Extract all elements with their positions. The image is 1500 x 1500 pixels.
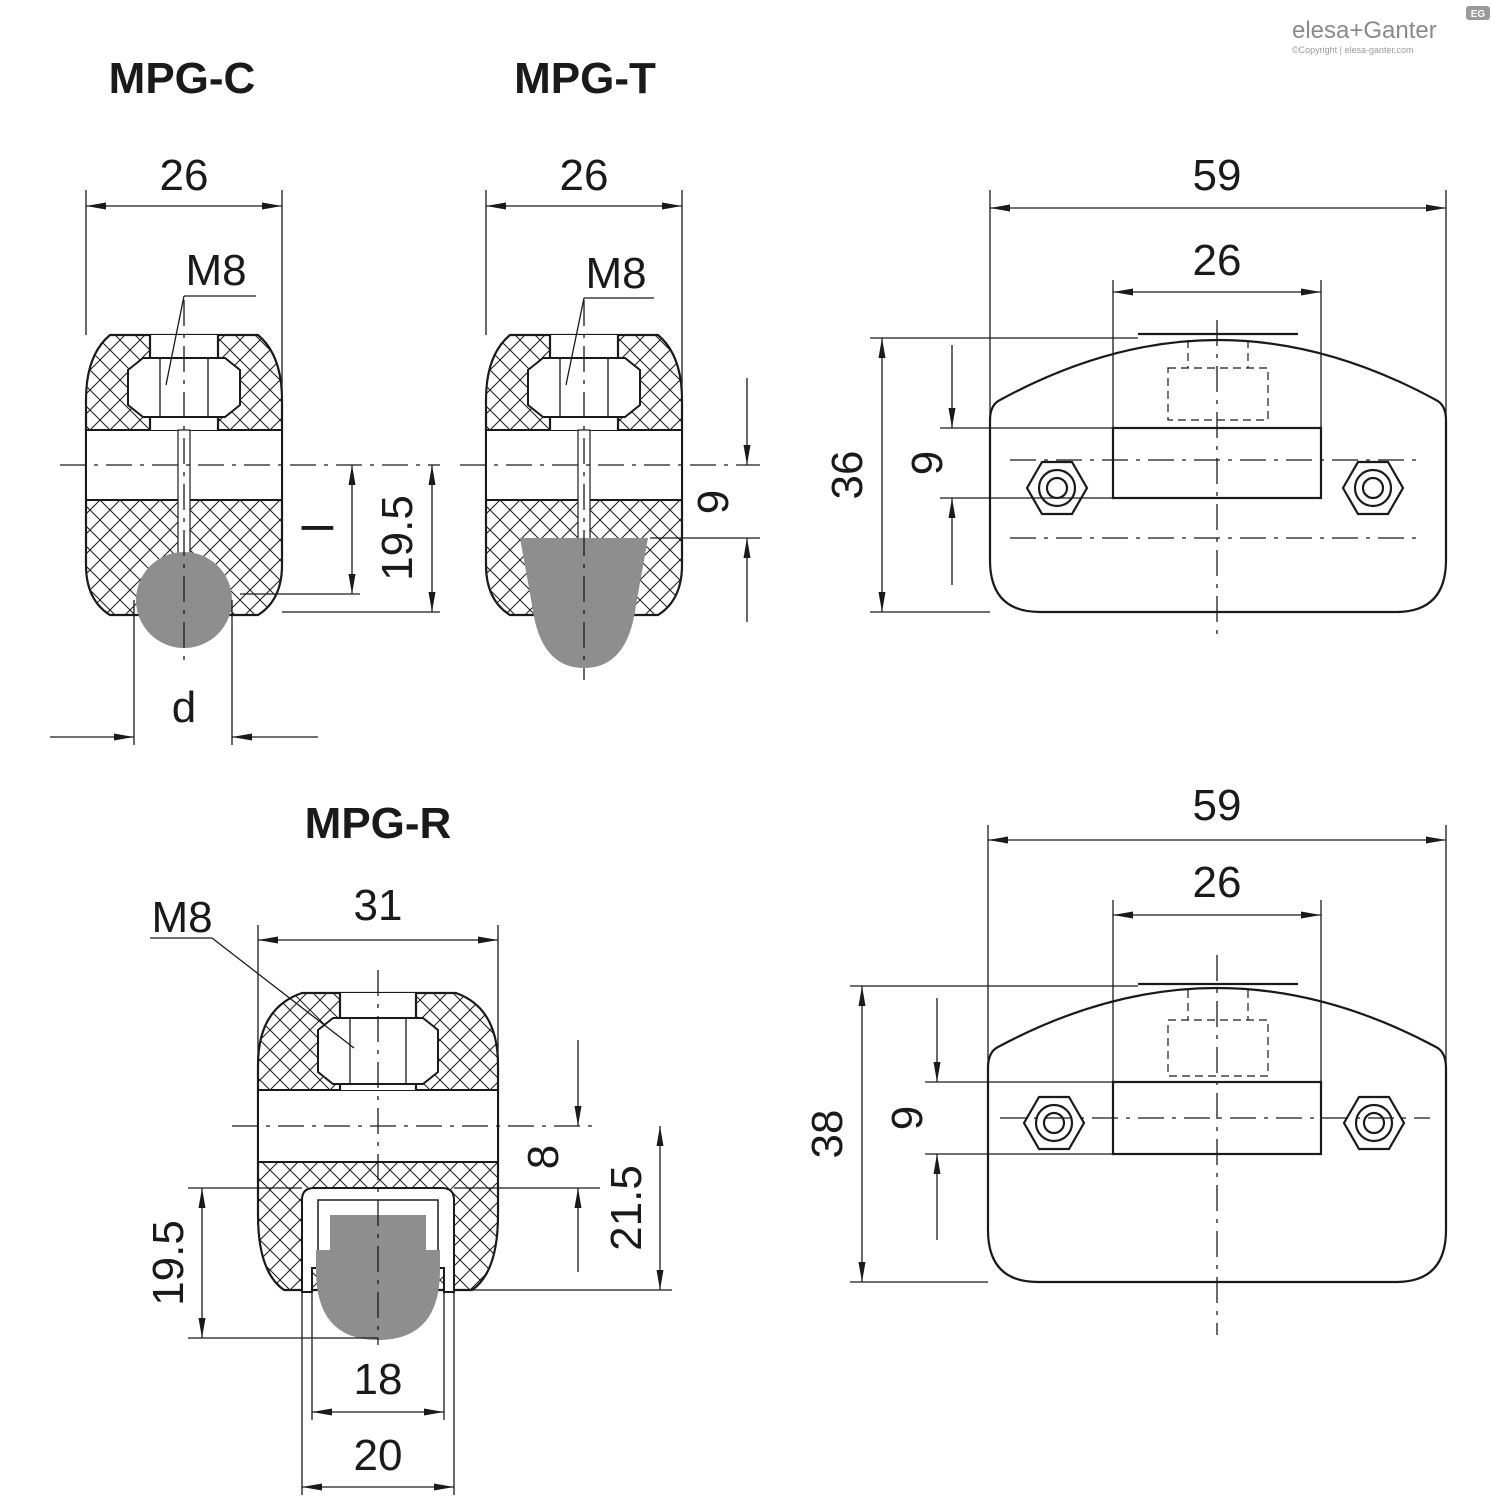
mpg-c-thread-label: M8 [185, 246, 246, 295]
bottom-height-label: 38 [803, 1110, 852, 1159]
mpg-r-height-right-label: 21.5 [602, 1165, 651, 1251]
logo-badge-icon [1466, 6, 1490, 20]
mpg-c-height-label: 19.5 [373, 495, 422, 581]
bottom-slot-label: 9 [883, 1106, 932, 1130]
mpg-t-view: 26 M8 9 [460, 151, 760, 680]
mpg-r-pad [316, 1215, 440, 1340]
top-side-hidden-nut [1167, 367, 1269, 421]
bottom-side-view: 59 26 38 9 [803, 781, 1448, 1335]
mpg-t-thread-label: M8 [585, 249, 646, 298]
logo-badge-text: EG [1471, 9, 1486, 20]
top-side-right-nut-icon [1341, 460, 1405, 516]
mpg-r-thread-label: M8 [151, 893, 212, 942]
bottom-side-left-nut-icon [1022, 1095, 1086, 1151]
mpg-r-slot-label: 8 [519, 1145, 568, 1169]
title-mpg-c: MPG-C [109, 54, 256, 103]
brand-logo: elesa+Ganter EG ©Copyright | elesa-gante… [1292, 6, 1490, 55]
mpg-t-nut [527, 357, 641, 418]
bottom-side-right-nut-icon [1342, 1095, 1406, 1151]
mpg-c-width-label: 26 [160, 151, 209, 200]
top-slot-label: 9 [903, 451, 952, 475]
top-height-label: 36 [823, 451, 872, 500]
title-mpg-t: MPG-T [514, 54, 656, 103]
mpg-c-diameter-label: d [172, 683, 196, 732]
bottom-inner-width-label: 26 [1193, 858, 1242, 907]
top-length-label: 59 [1193, 151, 1242, 200]
top-side-body [988, 338, 1448, 614]
copyright-text: ©Copyright | elesa-ganter.com [1292, 45, 1414, 55]
mpg-c-length-label: l [294, 523, 343, 533]
mpg-r-outer-width-label: 20 [354, 1431, 403, 1480]
mpg-r-view: 31 M8 8 21.5 19.5 18 20 [144, 881, 672, 1495]
mpg-r-inner-width-label: 18 [354, 1355, 403, 1404]
mpg-r-height-left-label: 19.5 [144, 1220, 193, 1306]
mpg-t-width-label: 26 [560, 151, 609, 200]
mpg-t-pad [520, 538, 648, 668]
top-side-left-nut-icon [1025, 460, 1089, 516]
mpg-c-nut [127, 357, 241, 418]
bottom-side-hidden-nut [1167, 1019, 1269, 1077]
bottom-length-label: 59 [1193, 781, 1242, 830]
top-inner-width-label: 26 [1193, 236, 1242, 285]
mpg-c-view: 26 M8 19.5 l d [50, 151, 440, 745]
mpg-t-slot-label: 9 [689, 490, 738, 514]
top-side-view: 59 26 36 9 [823, 151, 1448, 640]
logo-text: elesa+Ganter [1292, 17, 1437, 44]
title-mpg-r: MPG-R [305, 799, 452, 848]
mpg-r-width-label: 31 [354, 881, 403, 930]
bottom-side-body [986, 986, 1448, 1284]
